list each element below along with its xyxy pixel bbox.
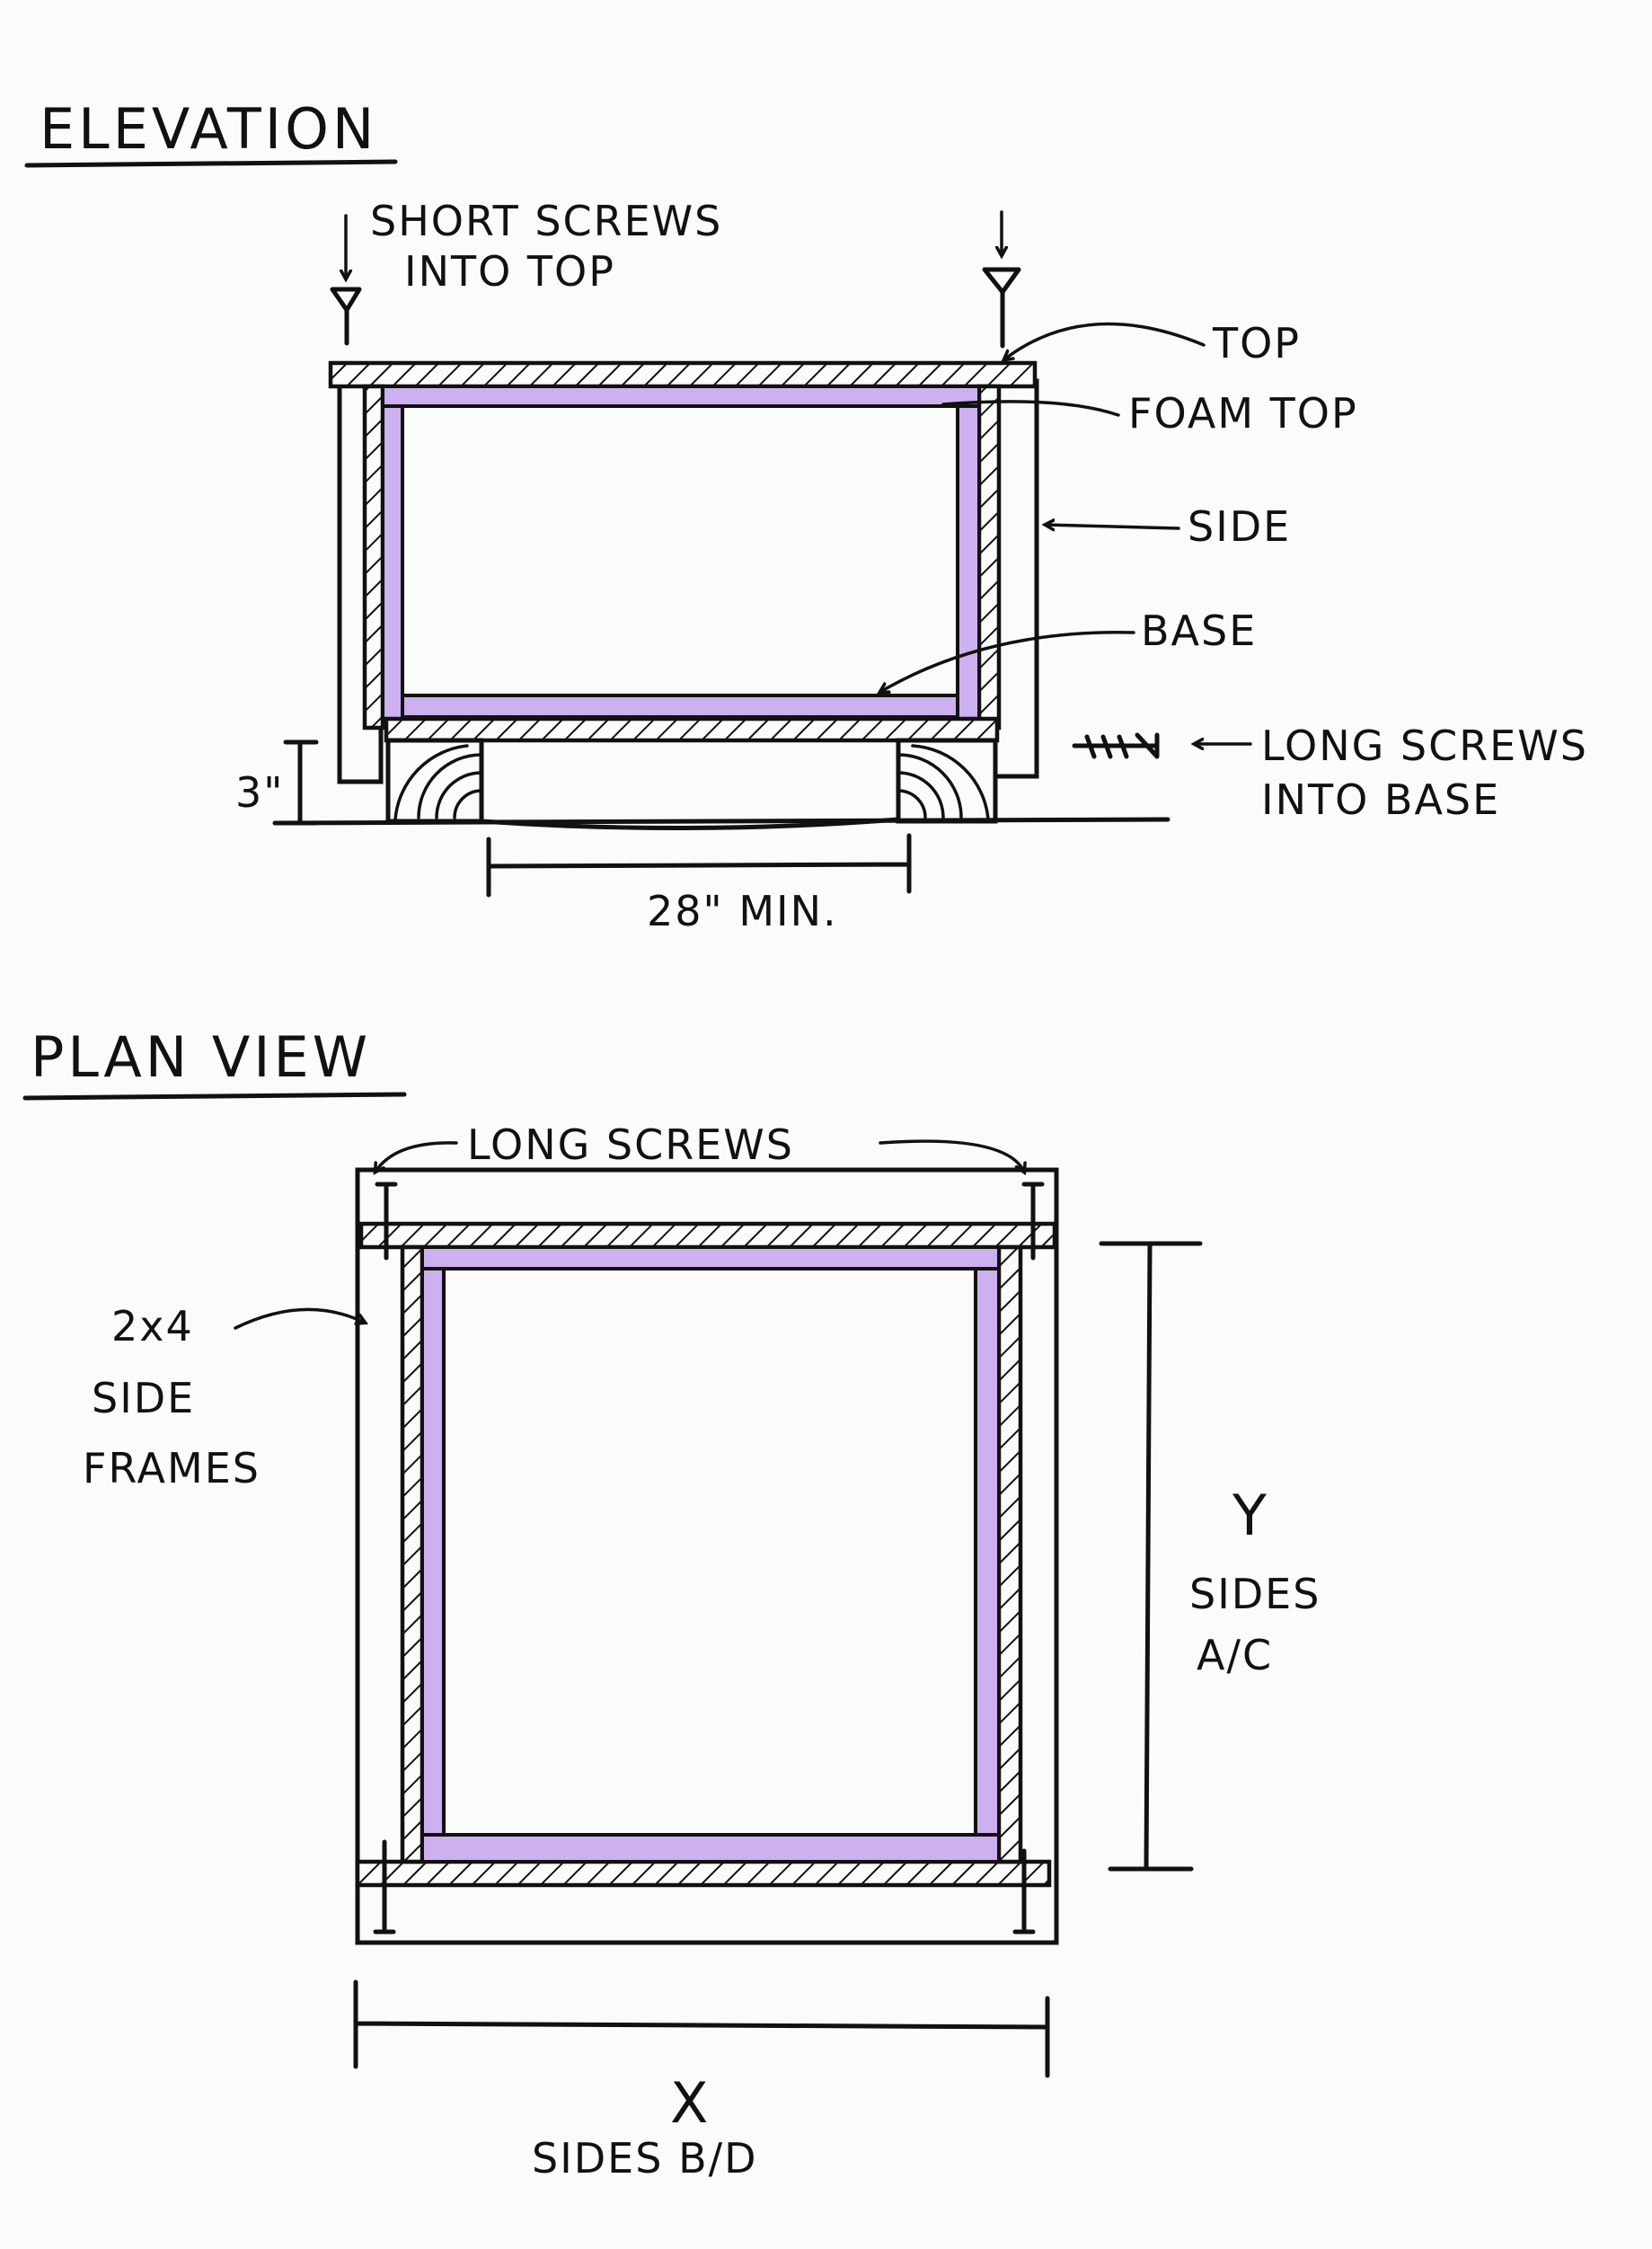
plan-foam-bottom [420,1833,1001,1864]
left-inner-wall [362,384,385,730]
base-board [384,716,1000,743]
long-screw-elevation-icon [1072,732,1160,759]
plan-view: PLAN VIEW LONG SCREWS 2x4 SIDE FRAMES Y [22,1024,1321,2183]
long-screws-label-line1: LONG SCREWS [1261,722,1588,770]
width-dimension [486,833,912,898]
height-dimension [283,739,319,826]
top-board [328,360,1038,389]
y-sides-label-line2: A/C [1197,1631,1273,1679]
short-screws-label-line1: SHORT SCREWS [370,197,722,245]
right-inner-wall [976,384,1002,730]
plan-long-screws-left-arrow [375,1141,458,1172]
plan-right-wall [996,1244,1023,1864]
gap-line [479,817,901,831]
y-dimension [1099,1241,1203,1872]
elevation-view: ELEVATION SHORT SCREWS INTO TOP [24,96,1588,935]
plan-long-screws-right-arrow [879,1139,1024,1172]
short-screw-left-icon [330,214,362,346]
plan-screw-top-right-icon [1021,1182,1045,1261]
foam-top-leader [941,400,1120,417]
foam-top-label: FOAM TOP [1128,389,1358,438]
short-screw-right-icon [982,210,1021,349]
plan-foam-top [420,1245,1001,1271]
x-dimension [353,1979,1050,2078]
top-leader-arrow [1004,322,1206,359]
x-dimension-label: X [670,2070,711,2136]
plan-screw-bottom-right-icon [1012,1848,1036,1935]
plan-long-screws-label: LONG SCREWS [467,1120,794,1169]
ground-line [272,817,1171,826]
side-leader-arrow [1046,525,1180,528]
side-frames-leader-arrow [234,1307,365,1330]
plan-screw-bottom-left-icon [373,1839,396,1935]
plan-title: PLAN VIEW [31,1024,371,1090]
plan-screw-top-left-icon [375,1182,398,1261]
plan-title-underline [22,1092,407,1101]
plan-foam-left [420,1267,446,1837]
plan-top-board [358,1221,1057,1250]
long-screws-label-line2: INTO BASE [1261,775,1500,824]
plan-left-wall [400,1244,425,1864]
foam-left [381,404,404,722]
left-support-block [385,738,484,824]
elevation-title-underline [24,159,398,168]
short-screws-label-line2: INTO TOP [404,247,615,296]
side-frames-label-line1: 2x4 [111,1302,194,1350]
side-frames-label-line2: SIDE [92,1374,195,1422]
x-sides-label: SIDES B/D [532,2134,758,2183]
foam-top [381,385,981,408]
outer-side-frame [355,1167,1059,1945]
right-support-block [896,738,998,824]
top-label: TOP [1212,319,1301,367]
side-label: SIDE [1188,502,1291,551]
side-frames-label-line3: FRAMES [83,1444,261,1492]
height-dimension-label: 3" [235,768,284,817]
plan-foam-right [974,1267,1001,1837]
foam-base [401,694,959,719]
width-dimension-label: 28" MIN. [647,887,838,935]
foam-right [956,404,981,722]
base-leader-arrow [880,631,1135,692]
y-dimension-label: Y [1232,1483,1270,1548]
elevation-title: ELEVATION [40,96,377,162]
base-label: BASE [1141,607,1257,655]
y-sides-label-line1: SIDES [1189,1570,1321,1618]
plan-bottom-board [355,1859,1052,1888]
